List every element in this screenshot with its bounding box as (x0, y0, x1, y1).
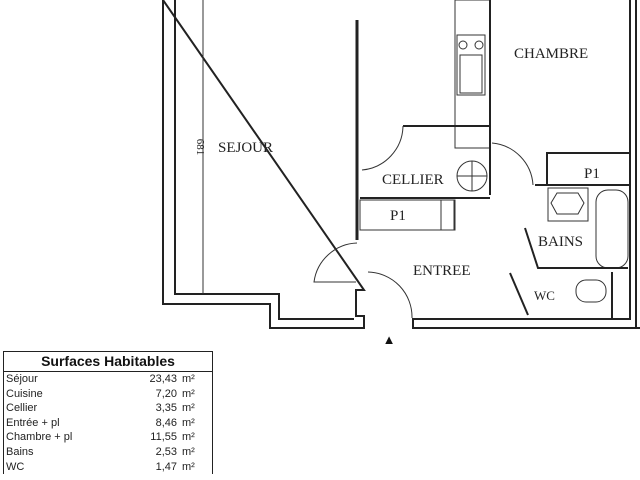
row-unit: m² (182, 460, 195, 473)
room-bains: BAINS (538, 234, 583, 250)
entrance-arrow-icon: ▲ (383, 332, 396, 347)
row-value: 7,20 (155, 387, 177, 400)
table-row: Bains 2,53 m² (4, 445, 212, 460)
placard-right-label: P1 (584, 166, 600, 182)
row-unit: m² (182, 402, 195, 415)
chambre-door-swing (491, 142, 534, 186)
row-unit: m² (182, 387, 195, 400)
washbasin-icon (547, 187, 589, 222)
row-label: WC (6, 460, 25, 473)
placard-left (359, 199, 456, 231)
toilet-icon (575, 279, 607, 303)
row-unit: m² (182, 431, 195, 444)
row-unit: m² (182, 445, 195, 458)
surfaces-title: Surfaces Habitables (4, 352, 212, 372)
row-value: 1,47 (155, 460, 177, 473)
outer-wall-right-inner (414, 0, 631, 320)
table-row: Cellier 3,35 m² (4, 401, 212, 416)
sejour-door-swing (313, 242, 358, 283)
row-unit: m² (182, 416, 195, 429)
row-label: Cellier (6, 402, 38, 415)
electrical-panel (440, 199, 455, 231)
room-cellier: CELLIER (382, 172, 444, 188)
row-value: 2,53 (155, 445, 177, 458)
door-swing (361, 125, 404, 171)
table-row: WC 1,47 m² (4, 460, 212, 475)
entry-door-swing (367, 271, 413, 319)
room-sejour: SEJOUR (218, 140, 273, 156)
row-value: 11,55 (150, 431, 177, 444)
room-entree: ENTREE (413, 263, 471, 279)
row-label: Séjour (6, 373, 38, 385)
room-chambre: CHAMBRE (514, 46, 588, 62)
row-label: Chambre + pl (6, 431, 73, 444)
outer-wall-inner (174, 0, 354, 320)
placard-left-label: P1 (390, 208, 406, 224)
bathtub-icon (595, 189, 629, 269)
table-row: Entrée + pl 8,46 m² (4, 416, 212, 431)
bathroom-wall (524, 227, 628, 269)
outer-wall-right (412, 318, 640, 329)
table-row: Cuisine 7,20 m² (4, 387, 212, 402)
stove-sink-icon (456, 34, 486, 96)
sink-icon (459, 54, 483, 94)
row-label: Bains (6, 445, 34, 458)
table-row: Chambre + pl 11,55 m² (4, 430, 212, 445)
outer-wall (162, 0, 366, 329)
wc-wall (509, 272, 529, 316)
row-label: Cuisine (6, 387, 43, 400)
row-unit: m² (182, 373, 195, 385)
burner-icon (474, 40, 484, 50)
row-value: 8,46 (155, 416, 177, 429)
room-wc: WC (534, 288, 555, 303)
row-value: 23,43 (149, 373, 177, 385)
row-value: 3,35 (155, 402, 177, 415)
dimension-label: 681 (194, 139, 206, 156)
washbasin-bowl (550, 192, 585, 215)
burner-icon (458, 40, 468, 50)
row-label: Entrée + pl (6, 416, 60, 429)
placard-right-wall (546, 152, 630, 185)
table-row: Séjour 23,43 m² (4, 372, 212, 387)
